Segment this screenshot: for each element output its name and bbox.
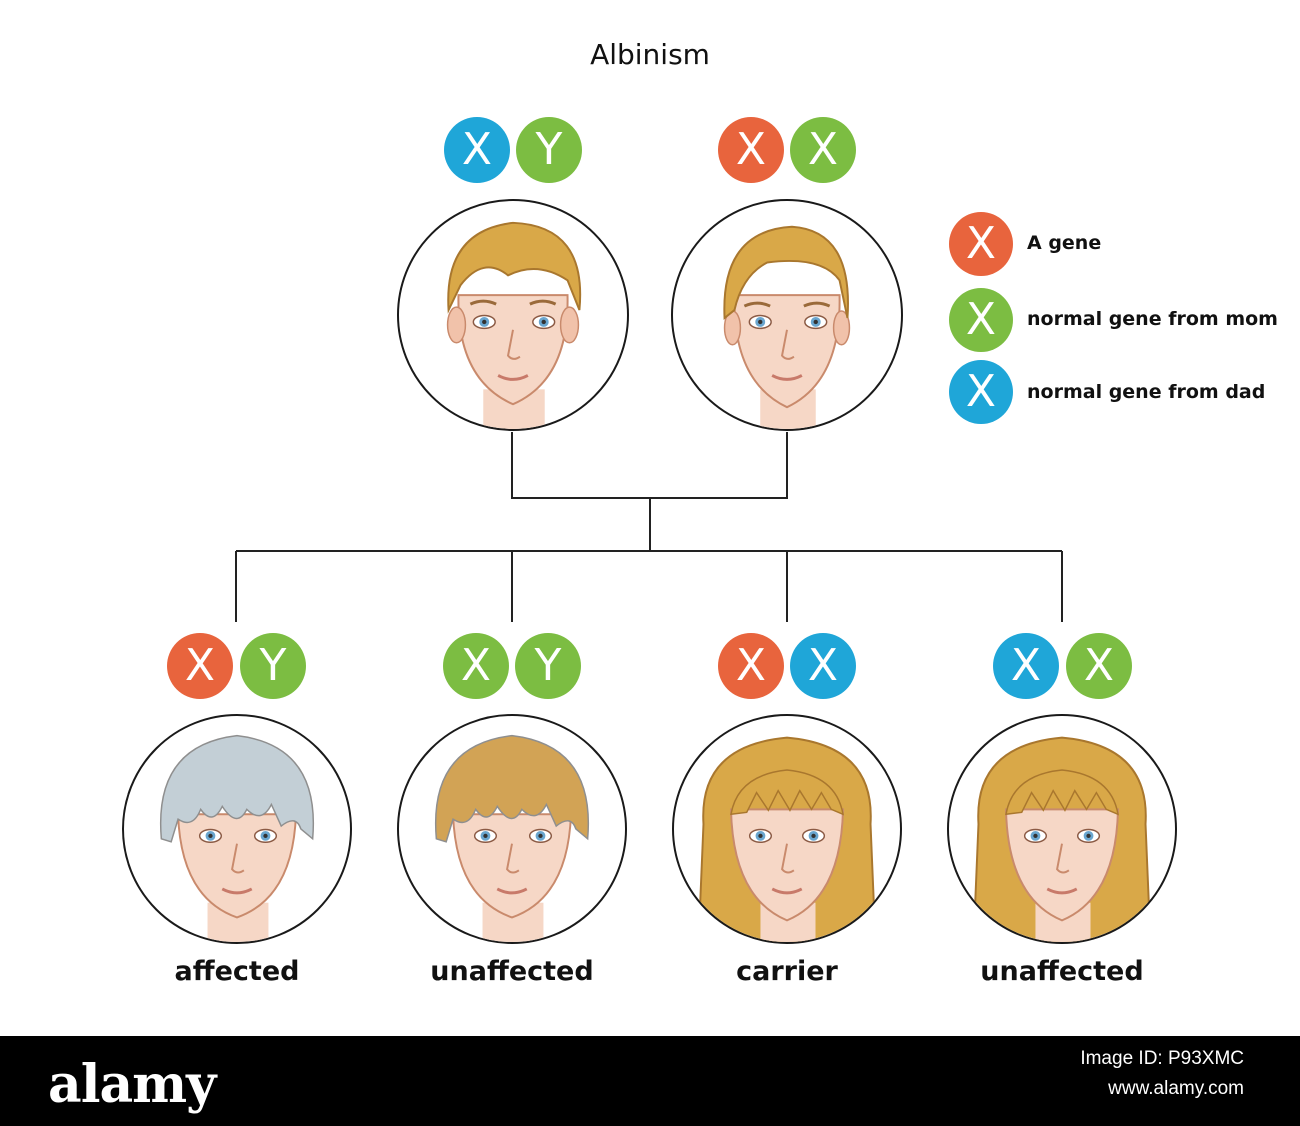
child-3-chromosome-2: X xyxy=(790,633,856,699)
child-2-status-label: unaffected xyxy=(430,956,594,987)
affected-boy-portrait-icon xyxy=(122,714,352,944)
legend-swatch-mom-gene: X xyxy=(949,288,1013,352)
unaffected-boy-portrait-icon xyxy=(397,714,627,944)
legend-label-a-gene: A gene xyxy=(1027,232,1102,254)
carrier-girl-portrait-icon xyxy=(672,714,902,944)
child-4-status-label: unaffected xyxy=(980,956,1144,987)
legend-label-dad-gene: normal gene from dad xyxy=(1027,381,1266,403)
child-1-chromosome-1: X xyxy=(167,633,233,699)
pedigree-connectors xyxy=(235,432,1063,622)
legend-label-mom-gene: normal gene from mom xyxy=(1027,308,1278,330)
legend-swatch-a-gene: X xyxy=(949,212,1013,276)
child-3-chromosome-1: X xyxy=(718,633,784,699)
mother-chromosome-1: X xyxy=(718,117,784,183)
father-chromosome-1: X xyxy=(444,117,510,183)
mother-portrait-icon xyxy=(671,199,903,431)
legend-swatch-dad-gene: X xyxy=(949,360,1013,424)
child-2-chromosome-2: Y xyxy=(515,633,581,699)
stock-footer-bar: alamy Image ID: P93XMC www.alamy.com xyxy=(0,1036,1300,1126)
brand-logo: alamy xyxy=(48,1054,216,1115)
child-1-chromosome-2: Y xyxy=(240,633,306,699)
image-id-text: Image ID: P93XMC xyxy=(1080,1048,1244,1069)
unaffected-girl-portrait-icon xyxy=(947,714,1177,944)
child-3-status-label: carrier xyxy=(736,956,838,987)
parents-connector xyxy=(511,432,788,499)
site-url-text: www.alamy.com xyxy=(1108,1078,1244,1099)
child-1-status-label: affected xyxy=(174,956,300,987)
mother-chromosome-2: X xyxy=(790,117,856,183)
father-portrait-icon xyxy=(397,199,629,431)
child-2-chromosome-1: X xyxy=(443,633,509,699)
diagram-title: Albinism xyxy=(590,38,710,71)
child-4-chromosome-1: X xyxy=(993,633,1059,699)
child-4-chromosome-2: X xyxy=(1066,633,1132,699)
father-chromosome-2: Y xyxy=(516,117,582,183)
